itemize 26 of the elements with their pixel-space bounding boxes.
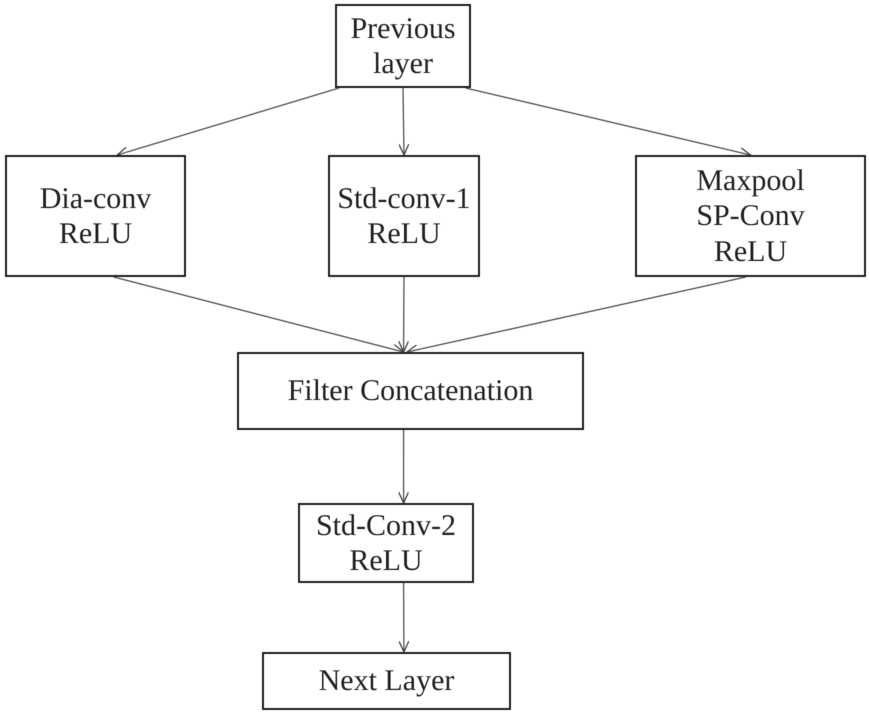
box-label: SP-Conv xyxy=(696,198,805,234)
arrow xyxy=(116,87,340,158)
process-box xyxy=(335,4,471,88)
arrow xyxy=(398,277,410,353)
box-label: Std-Conv-2 xyxy=(316,508,456,543)
arrow xyxy=(113,276,404,355)
box-label: ReLU xyxy=(714,234,788,270)
arrow xyxy=(398,583,410,653)
process-box xyxy=(635,155,866,277)
process-box xyxy=(298,503,474,583)
arrow xyxy=(398,88,410,156)
process-box xyxy=(262,652,511,710)
box-label: Filter Concatenation xyxy=(288,373,534,409)
box-label: ReLU xyxy=(58,216,132,252)
box-label: ReLU xyxy=(367,216,441,252)
process-box xyxy=(237,352,584,430)
box-label: Std-conv-1 xyxy=(337,180,471,216)
box-label: Dia-conv xyxy=(40,180,152,216)
box-label: Next Layer xyxy=(318,663,454,699)
box-label: Previous layer xyxy=(350,10,456,82)
arrow xyxy=(465,87,752,158)
arrow xyxy=(398,430,410,504)
process-box xyxy=(5,155,186,277)
box-label: Maxpool xyxy=(696,162,805,198)
box-label: ReLU xyxy=(349,543,423,578)
process-box xyxy=(328,155,480,277)
